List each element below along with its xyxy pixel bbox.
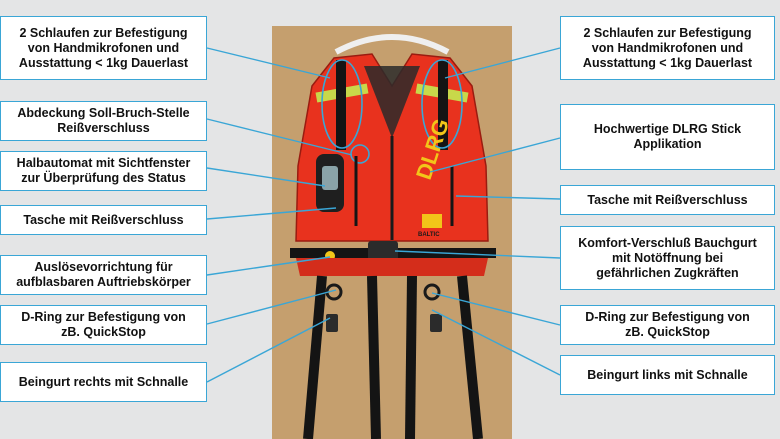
shoulder-loop-left [438,60,448,150]
label-d-ring-left: D-Ring zur Befestigung von zB. QuickStop [560,305,775,345]
label-leg-strap-left: Beingurt links mit Schnalle [560,355,775,395]
status-window [322,166,338,190]
brand-label: BALTIC [418,232,440,238]
label-semi-automatic: Halbautomat mit Sichtfenster zur Überprü… [0,151,207,191]
label-loops-right: 2 Schlaufen zur Befestigung von Handmikr… [0,16,207,80]
label-leg-strap-right: Beingurt rechts mit Schnalle [0,362,207,402]
shoulder-loop-right [336,60,346,150]
label-belly-belt: Komfort-Verschluß Bauchgurt mit Notöffnu… [560,226,775,290]
life-vest-photo: DLRG BALTIC [272,26,512,439]
belt-buckle [368,241,398,263]
label-zipper-cover: Abdeckung Soll-Bruch-Stelle Reißverschlu… [0,101,207,141]
label-pocket-left: Tasche mit Reißverschluss [560,185,775,215]
hanger [334,34,450,55]
label-release-trigger: Auslösevorrichtung für aufblasbaren Auft… [0,255,207,295]
label-loops-left: 2 Schlaufen zur Befestigung von Handmikr… [560,16,775,80]
label-pocket-right: Tasche mit Reißverschluss [0,205,207,235]
label-d-ring-right: D-Ring zur Befestigung von zB. QuickStop [0,305,207,345]
label-dlrg-stick: Hochwertige DLRG Stick Applikation [560,104,775,170]
